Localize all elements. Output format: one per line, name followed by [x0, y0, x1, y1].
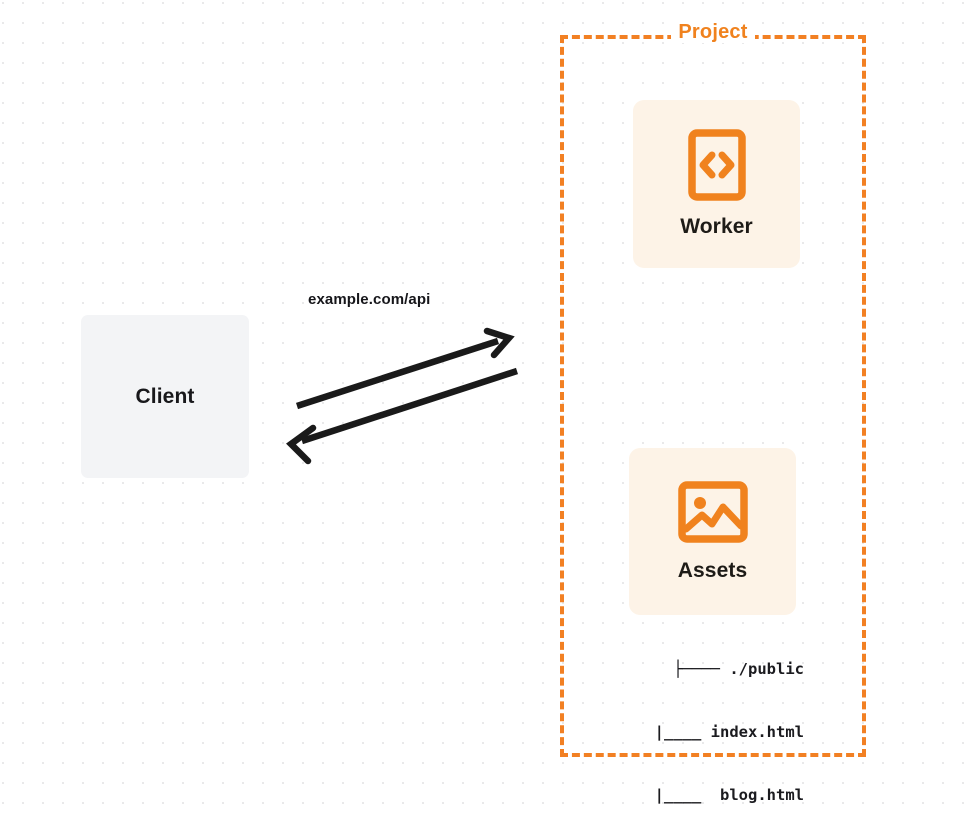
file-tree-row: ├──── ./public	[673, 660, 804, 678]
worker-node-label: Worker	[680, 215, 753, 238]
assets-node[interactable]: Assets	[629, 448, 796, 615]
image-picture-icon	[677, 480, 748, 543]
file-tree-row: |____ index.html	[626, 723, 804, 741]
assets-file-tree: ├──── ./public |____ index.html |____ bl…	[604, 617, 804, 818]
project-boundary-title: Project	[560, 21, 866, 44]
response-arrow-icon	[286, 367, 519, 465]
connection-label: example.com/api	[308, 291, 431, 308]
file-tree-row: |____ blog.html	[626, 786, 804, 804]
client-node[interactable]: Client	[81, 315, 249, 478]
worker-node[interactable]: Worker	[633, 100, 800, 268]
code-brackets-icon	[687, 129, 746, 201]
assets-node-label: Assets	[677, 558, 748, 582]
request-arrow-icon	[295, 327, 515, 410]
client-node-label: Client	[135, 384, 195, 408]
project-title-text: Project	[671, 21, 755, 43]
